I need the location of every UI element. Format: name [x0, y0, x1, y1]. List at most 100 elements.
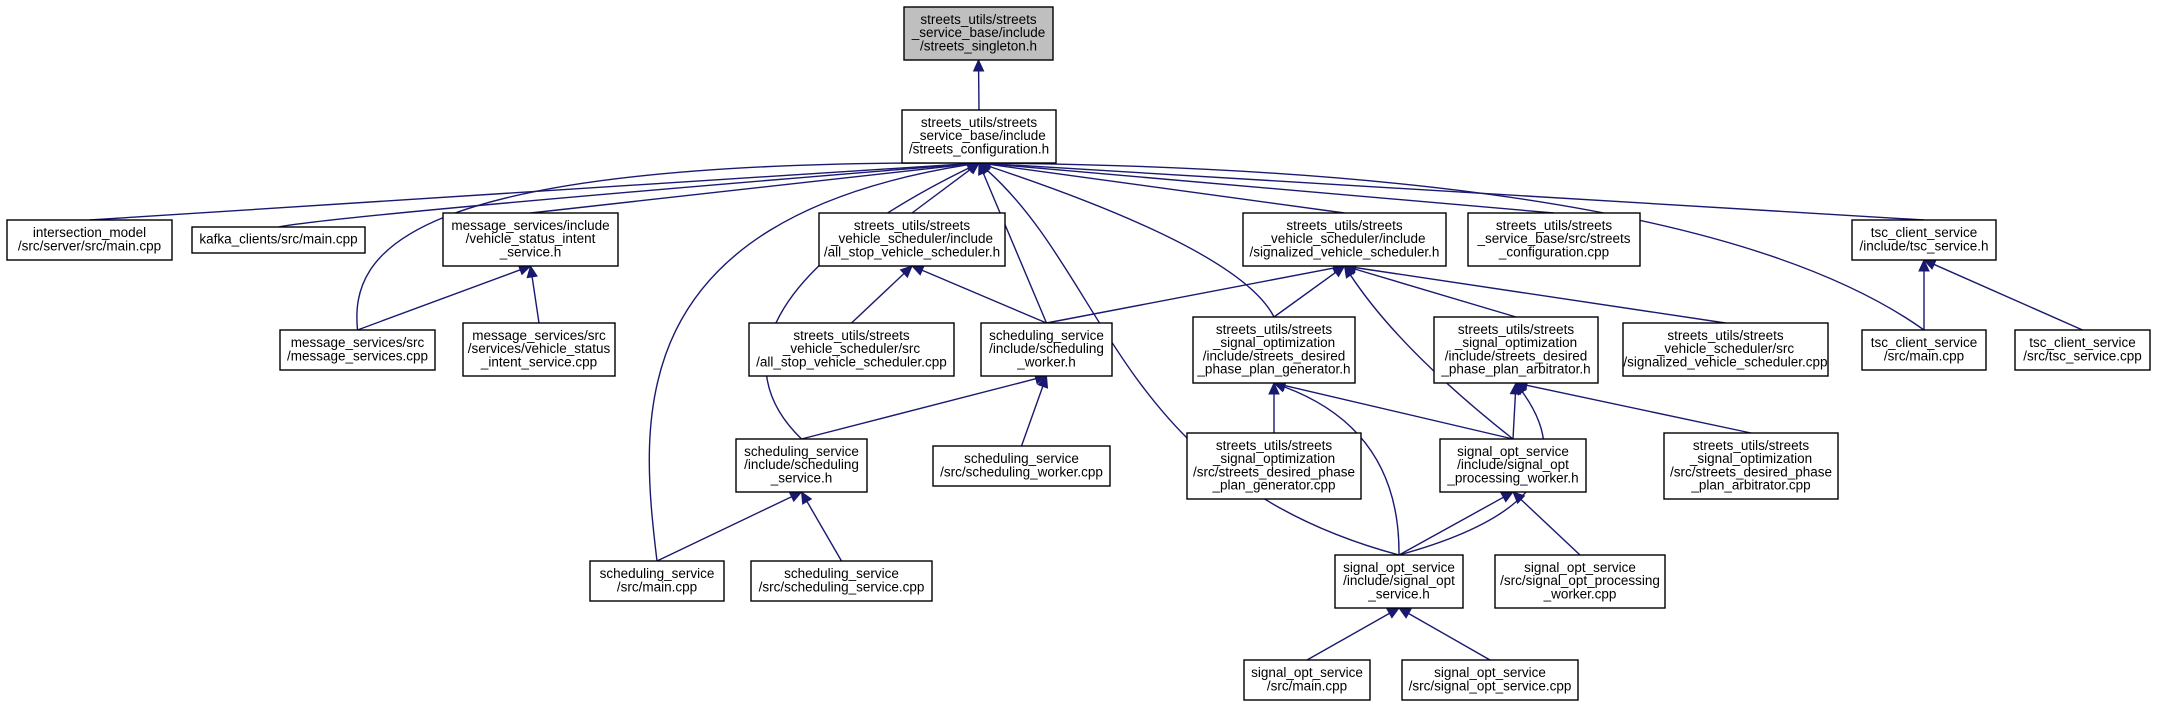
edge-scheduling_worker_h-to-signalized_vehicle_scheduler_h [1046, 262, 1346, 324]
node-box [279, 329, 436, 371]
nodes-layer: streets_utils/streets_service_base/inclu… [6, 6, 2151, 701]
edge-scheduling_service_h-to-scheduling_worker_h [801, 373, 1048, 440]
node-label-line: _phase_plan_generator.h [1196, 362, 1350, 377]
node-box [589, 560, 725, 602]
node-tsc-client-main[interactable]: tsc_client_service/src/main.cpp [1861, 329, 1987, 371]
node-label-line: tsc_client_service [1871, 225, 1978, 240]
node-label-line: _service.h [770, 471, 833, 486]
node-box [1401, 659, 1579, 701]
node-box [1242, 212, 1447, 267]
node-desired-phase-plan-generator-h[interactable]: streets_utils/streets_signal_optimizatio… [1192, 316, 1356, 384]
node-label-line: /streets_configuration.h [909, 142, 1049, 157]
edge-scheduling_service_h-to-configuration_h [765, 162, 981, 440]
node-vehicle-status-intent-service-cpp[interactable]: message_services/src/services/vehicle_st… [462, 322, 616, 377]
edge-arrowhead [1386, 607, 1401, 619]
node-vehicle-status-intent-service-h[interactable]: message_services/include/vehicle_status_… [442, 212, 619, 267]
node-scheduling-worker-cpp[interactable]: scheduling_service/src/scheduling_worker… [932, 445, 1111, 487]
edge-arrowhead [899, 265, 913, 279]
node-label-line: /include/signal_opt [1343, 573, 1455, 588]
node-label-line: signal_opt_service [1457, 444, 1569, 459]
node-box [442, 212, 619, 267]
node-message-services-cpp[interactable]: message_services/src/message_services.cp… [279, 329, 436, 371]
edge-arrowhead [1397, 607, 1412, 619]
node-label-line: _signal_optimization [1212, 335, 1335, 350]
node-label-line: /include/signal_opt [1457, 457, 1569, 472]
node-box [1334, 554, 1464, 609]
node-label-line: streets_utils/streets [920, 12, 1037, 27]
node-box [735, 438, 868, 493]
node-signal-opt-processing-worker-h[interactable]: signal_opt_service/include/signal_opt_pr… [1439, 438, 1587, 493]
node-label-line: _vehicle_scheduler/include [1262, 231, 1425, 246]
node-box [1433, 316, 1599, 384]
node-label-line: _phase_plan_arbitrator.h [1440, 362, 1590, 377]
node-label-line: /include/scheduling [989, 341, 1104, 356]
edge-vehicle_status_intent_service_cpp-to-vehicle_status_intent_service_h [526, 264, 540, 324]
edge-signal_opt_service_main-to-signal_opt_service_h [1306, 607, 1401, 661]
node-label-line: /message_services.cpp [287, 348, 428, 363]
node-signal-opt-service-h[interactable]: signal_opt_service/include/signal_opt_se… [1334, 554, 1464, 609]
node-desired-phase-plan-arbitrator-cpp[interactable]: streets_utils/streets_signal_optimizatio… [1663, 432, 1839, 500]
node-box [1622, 322, 1829, 377]
edge-all_stop_vehicle_scheduler_cpp-to-all_stop_vehicle_scheduler_h [851, 265, 913, 324]
node-desired-phase-plan-generator-cpp[interactable]: streets_utils/streets_signal_optimizatio… [1186, 432, 1362, 500]
node-label-line: /src/tsc_service.cpp [2023, 348, 2142, 363]
edge-desired_phase_plan_generator_h-to-signalized_vehicle_scheduler_h [1273, 265, 1346, 318]
node-label-line: /include/scheduling [744, 457, 859, 472]
node-label-line: /src/main.cpp [1884, 348, 1964, 363]
node-signal-opt-service-main[interactable]: signal_opt_service/src/main.cpp [1243, 659, 1371, 701]
node-label-line: streets_utils/streets [1496, 218, 1613, 233]
node-signalized-vehicle-scheduler-h[interactable]: streets_utils/streets_vehicle_scheduler/… [1242, 212, 1447, 267]
node-label-line: streets_utils/streets [1693, 438, 1810, 453]
node-label-line: streets_utils/streets [1667, 328, 1784, 343]
edge-all_stop_vehicle_scheduler_h-to-configuration_h [911, 162, 980, 214]
node-tsc-service-h[interactable]: tsc_client_service/include/tsc_service.h [1851, 219, 1997, 261]
edge-scheduling_service_cpp-to-scheduling_service_h [800, 490, 843, 562]
node-signal-opt-processing-worker-cpp[interactable]: signal_opt_service/src/signal_opt_proces… [1494, 554, 1666, 609]
node-scheduling-worker-h[interactable]: scheduling_service/include/scheduling_wo… [980, 322, 1113, 377]
node-streets-configuration-cpp[interactable]: streets_utils/streets_service_base/src/s… [1467, 212, 1641, 267]
node-label-line: _service_base/include [911, 25, 1046, 40]
edge-scheduling_service_main-to-scheduling_service_h [656, 491, 803, 562]
node-label-line: signal_opt_service [1343, 560, 1455, 575]
node-desired-phase-plan-arbitrator-h[interactable]: streets_utils/streets_signal_optimizatio… [1433, 316, 1599, 384]
node-label-line: _vehicle_scheduler/src [1656, 341, 1795, 356]
node-label-line: _vehicle_scheduler/src [782, 341, 921, 356]
node-label-line: scheduling_service [989, 328, 1104, 343]
edge-arrowhead [972, 58, 985, 72]
node-all-stop-vehicle-scheduler-h[interactable]: streets_utils/streets_vehicle_scheduler/… [818, 212, 1006, 267]
node-all-stop-vehicle-scheduler-cpp[interactable]: streets_utils/streets_vehicle_scheduler/… [748, 322, 955, 377]
node-label-line: /signalized_vehicle_scheduler.cpp [1623, 355, 1827, 370]
node-label-line: tsc_client_service [2029, 335, 2136, 350]
node-label-line: streets_utils/streets [1458, 322, 1575, 337]
node-box [6, 219, 173, 261]
edge-tsc_client_main-to-tsc_service_h [1918, 258, 1930, 330]
node-label-line: streets_utils/streets [854, 218, 971, 233]
node-label-line: /src/signal_opt_service.cpp [1409, 678, 1572, 693]
node-label-line: _worker.cpp [1543, 587, 1617, 602]
node-configuration-h[interactable]: streets_utils/streets_service_base/inclu… [901, 109, 1057, 164]
edge-arrowhead [1268, 381, 1280, 395]
node-scheduling-service-main[interactable]: scheduling_service/src/main.cpp [589, 560, 725, 602]
node-kafka-clients-main[interactable]: kafka_clients/src/main.cpp [191, 226, 366, 254]
node-scheduling-service-h[interactable]: scheduling_service/include/scheduling_se… [735, 438, 868, 493]
edge-signal_opt_service_h-to-signal_opt_processing_worker_h [1398, 491, 1515, 556]
node-label-line: _worker.h [1016, 355, 1076, 370]
node-box [980, 322, 1113, 377]
node-box [1192, 316, 1356, 384]
edge-tsc_service_cpp-to-tsc_service_h [1922, 259, 2083, 331]
node-signalized-vehicle-scheduler-cpp[interactable]: streets_utils/streets_vehicle_scheduler/… [1622, 322, 1829, 377]
edge-intersection_model_main-to-configuration_h [89, 157, 981, 221]
node-intersection-model-main[interactable]: intersection_model/src/server/src/main.c… [6, 219, 173, 261]
node-signal-opt-service-cpp[interactable]: signal_opt_service/src/signal_opt_servic… [1401, 659, 1579, 701]
node-box [901, 109, 1057, 164]
node-label-line: streets_utils/streets [1216, 438, 1333, 453]
node-scheduling-service-cpp[interactable]: scheduling_service/src/scheduling_servic… [750, 560, 933, 602]
node-label-line: scheduling_service [964, 451, 1079, 466]
node-label-line: _service_base/src/streets [1476, 231, 1630, 246]
node-tsc-service-cpp[interactable]: tsc_client_service/src/tsc_service.cpp [2014, 329, 2151, 371]
node-label-line: signal_opt_service [1434, 665, 1546, 680]
edge-desired_phase_plan_arbitrator_h-to-signalized_vehicle_scheduler_h [1343, 263, 1517, 318]
node-label-line: /services/vehicle_status [468, 341, 611, 356]
node-label-line: /src/server/src/main.cpp [18, 238, 161, 253]
node-singleton[interactable]: streets_utils/streets_service_base/inclu… [903, 6, 1054, 61]
